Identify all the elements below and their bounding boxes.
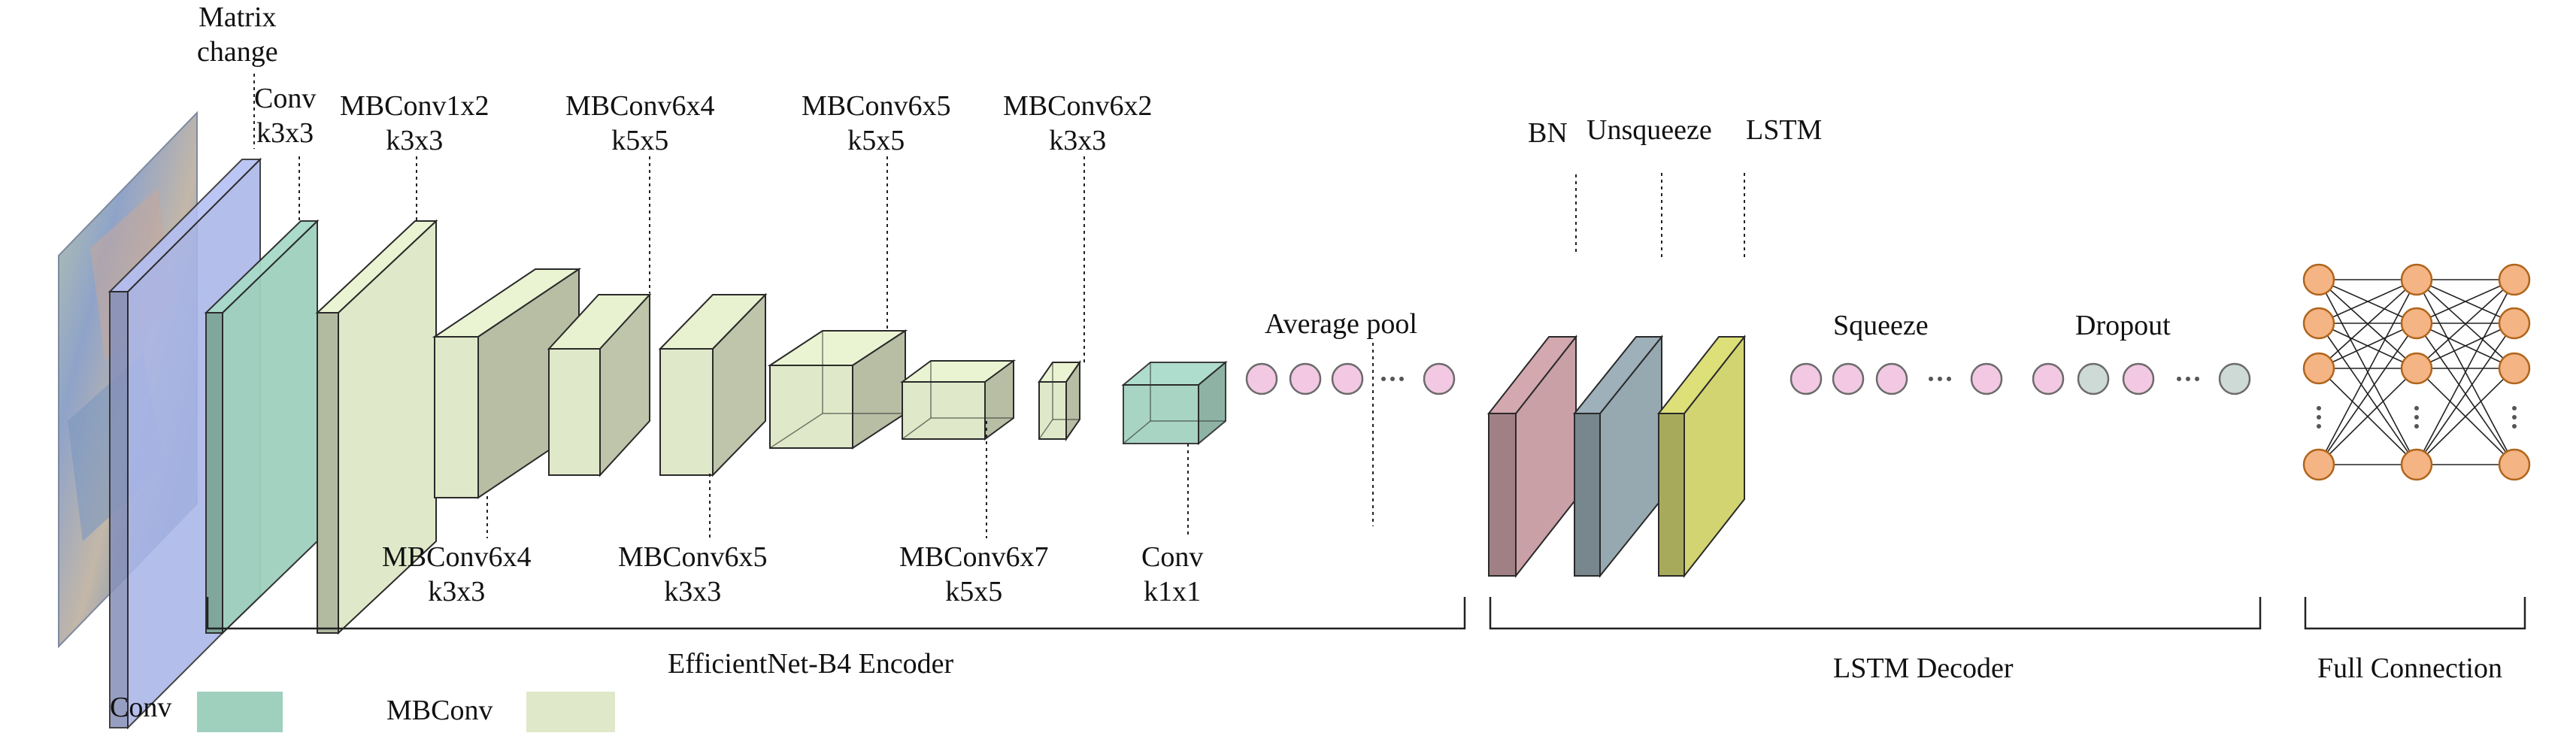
mbconv6x5-k5x5-block xyxy=(767,329,908,450)
label-bn: BN xyxy=(1528,117,1568,149)
nodes xyxy=(1245,362,2251,395)
squeeze-node-1 xyxy=(1790,362,1823,395)
fc-node-1-3 xyxy=(2302,352,2335,385)
fc-node-3-2 xyxy=(2498,307,2531,340)
mbconv6x5-k3x3-block xyxy=(658,292,768,477)
fc-edge xyxy=(2318,323,2417,369)
legend-conv-label: Conv xyxy=(110,692,172,723)
fc-edge xyxy=(2416,323,2515,369)
mbconv6x2-block xyxy=(1038,359,1081,442)
bracket-decoder xyxy=(1489,597,2262,630)
label-average-pool: Average pool xyxy=(1265,308,1417,340)
fc-edge xyxy=(2318,279,2417,465)
squeeze-node-3 xyxy=(1875,362,1908,395)
fc-edge xyxy=(2416,323,2515,465)
encoder-decoder-blocks xyxy=(108,157,1747,730)
unsqueeze-block xyxy=(1572,335,1664,578)
section-encoder-label: EfficientNet-B4 Encoder xyxy=(668,648,954,680)
section-full-connection-label: Full Connection xyxy=(2317,653,2502,684)
label-leader-lines xyxy=(253,74,1745,538)
label-unsqueeze: Unsqueeze xyxy=(1587,114,1712,146)
fc-node-2-1 xyxy=(2400,263,2433,296)
mbconv6x4-k5x5-block xyxy=(547,292,652,477)
fc-ellipsis-3 xyxy=(2512,406,2517,429)
dropout-node-3 xyxy=(2122,362,2155,395)
mbconv1x2-block xyxy=(315,219,438,635)
bracket-full-connection xyxy=(2304,597,2526,630)
fc-edge xyxy=(2318,323,2417,465)
fc-edge xyxy=(2318,279,2417,369)
label-squeeze: Squeeze xyxy=(1833,310,1929,341)
label-dropout: Dropout xyxy=(2075,310,2171,341)
fc-node-3-1 xyxy=(2498,263,2531,296)
section-brackets xyxy=(206,597,2526,630)
squeeze-node-2 xyxy=(1832,362,1865,395)
full-connection-network xyxy=(2302,263,2531,481)
dropout-ellipsis xyxy=(2177,377,2199,381)
label-lstm: LSTM xyxy=(1746,114,1823,146)
fc-node-3-4 xyxy=(2498,448,2531,481)
fc-node-3-3 xyxy=(2498,352,2531,385)
pool-node-3 xyxy=(1331,362,1364,395)
conv-k1x1-block xyxy=(1121,360,1228,446)
fc-node-2-3 xyxy=(2400,352,2433,385)
dropout-node-1 xyxy=(2032,362,2065,395)
pool-node-2 xyxy=(1289,362,1322,395)
fc-edge xyxy=(2416,279,2515,369)
fc-ellipsis-1 xyxy=(2317,406,2321,429)
lstm-block xyxy=(1656,335,1747,578)
mbconv6x7-block xyxy=(899,359,1017,441)
legend-mbconv-swatch xyxy=(526,692,615,732)
bracket-encoder xyxy=(206,597,1466,630)
pool-node-1 xyxy=(1245,362,1278,395)
dropout-node-last xyxy=(2218,362,2251,395)
fc-edge xyxy=(2318,279,2417,324)
pool-node-last xyxy=(1423,362,1456,395)
fc-node-2-4 xyxy=(2400,448,2433,481)
fc-ellipsis-2 xyxy=(2414,406,2419,429)
section-decoder-label: LSTM Decoder xyxy=(1833,653,2014,684)
squeeze-node-last xyxy=(1970,362,2003,395)
conv-k3x3-block xyxy=(204,219,320,635)
fc-node-2-2 xyxy=(2400,307,2433,340)
fc-node-1-2 xyxy=(2302,307,2335,340)
legend-conv-swatch xyxy=(197,692,283,732)
pool-ellipsis xyxy=(1381,377,1404,381)
fc-node-1-1 xyxy=(2302,263,2335,296)
bn-block xyxy=(1487,335,1578,578)
fc-node-1-4 xyxy=(2302,448,2335,481)
dropout-node-2 xyxy=(2077,362,2110,395)
fc-edge xyxy=(2416,279,2515,465)
squeeze-ellipsis xyxy=(1929,377,1951,381)
fc-edge xyxy=(2416,279,2515,324)
legend-mbconv-label: MBConv xyxy=(386,695,493,726)
fc-edge xyxy=(2416,368,2515,465)
fc-edge xyxy=(2318,368,2417,465)
